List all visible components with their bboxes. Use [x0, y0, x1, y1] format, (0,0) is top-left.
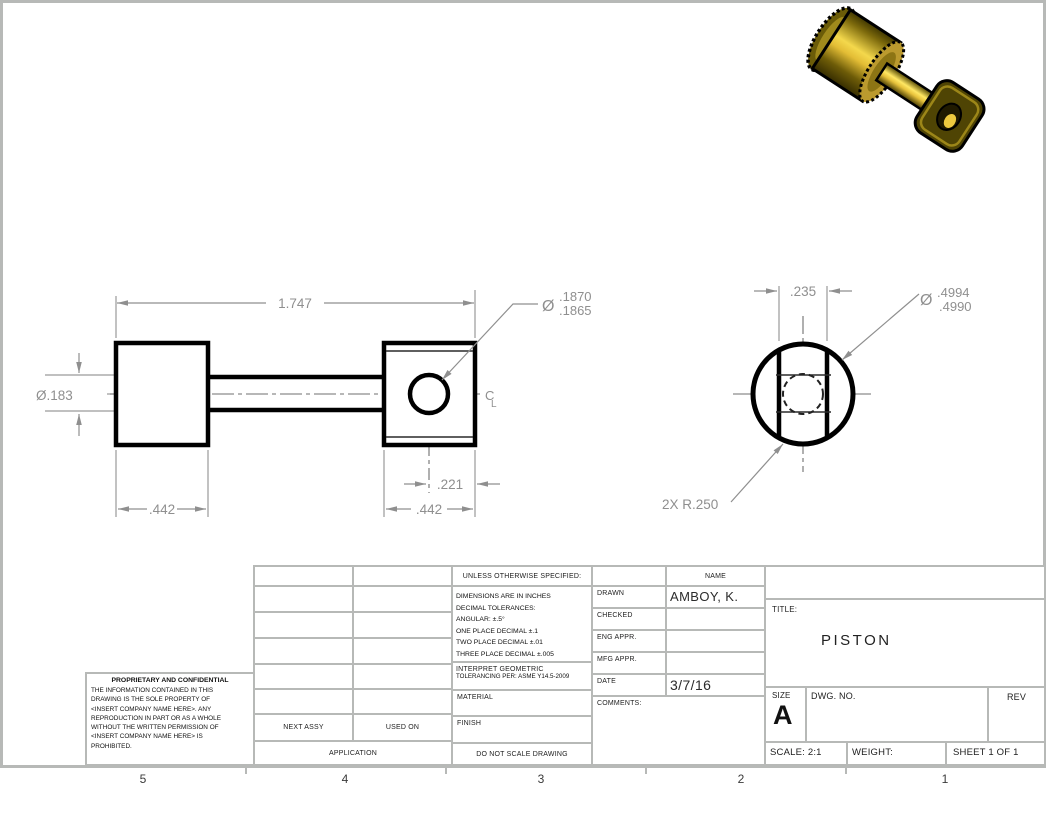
piston-rod-front: [206, 374, 388, 413]
name-header: NAME: [667, 567, 764, 585]
proprietary-title: PROPRIETARY AND CONFIDENTIAL: [111, 677, 229, 684]
dwg-no-label: DWG. NO.: [811, 691, 856, 701]
block-hole-highlight: [943, 113, 957, 128]
zone-tick: [845, 763, 847, 774]
dimension-texts: 1.747 Ø.183 Ø .1870 .1865 .221 .442 .442…: [36, 289, 592, 517]
side-dimension-texts: .235 Ø .4994 .4990 2X R.250: [662, 284, 972, 512]
proprietary-note: PROPRIETARY AND CONFIDENTIAL THE INFORMA…: [85, 672, 255, 766]
tolerance-notes: DIMENSIONS ARE IN INCHES DECIMAL TOLERAN…: [453, 587, 591, 661]
drawing-title: PISTON: [821, 632, 892, 649]
material-cell: MATERIAL: [453, 691, 591, 715]
block-flats-side: [776, 351, 830, 438]
finish-cell: FINISH: [453, 717, 591, 742]
dim-head-dia-upper: .4994: [937, 285, 970, 300]
sheet-border: [0, 0, 1046, 768]
zone-number: 5: [139, 772, 147, 786]
block-bevel: [919, 85, 980, 147]
size-value: A: [773, 700, 793, 730]
side-view: .235 Ø .4994 .4990 2X R.250: [662, 284, 972, 512]
hidden-rod-circle: [782, 373, 824, 415]
zone-number: 3: [537, 772, 545, 786]
specs-column: UNLESS OTHERWISE SPECIFIED: DIMENSIONS A…: [451, 565, 593, 766]
pin-hole-front: [407, 372, 451, 416]
scale-cell: SCALE: 2:1: [766, 743, 846, 764]
rev-cell: REV: [989, 688, 1044, 741]
interpret-geometric-note: INTERPRET GEOMETRIC TOLERANCING PER: ASM…: [453, 663, 591, 689]
isometric-render: [806, 6, 986, 153]
zone-number: 2: [737, 772, 745, 786]
scale-weight-sheet-row: SCALE: 2:1 WEIGHT: SHEET 1 OF 1: [766, 743, 1044, 764]
dim-head-width: .442: [149, 502, 175, 517]
size-dwg-rev-row: SIZE A DWG. NO. REV: [766, 688, 1044, 741]
title-area: TITLE: PISTON SIZE A DWG. NO. REV SCALE:…: [764, 565, 1046, 766]
dimension-lines: [76, 300, 538, 512]
approvals-table: NAME DRAWN AMBOY, K. CHECKED ENG APPR. M…: [591, 565, 766, 766]
dim-hole-to-edge: .221: [437, 477, 463, 492]
dim-head-dia-symbol: Ø: [920, 292, 932, 309]
weight-label: WEIGHT:: [852, 747, 893, 758]
sheet-label: SHEET 1 OF 1: [953, 747, 1019, 758]
zone-tick: [445, 763, 447, 774]
drawn-label: DRAWN: [597, 590, 625, 597]
size-label: SIZE: [772, 691, 791, 700]
head-circle-side: [750, 341, 856, 447]
size-cell: SIZE A: [766, 688, 805, 741]
drawn-value: AMBOY, K.: [670, 589, 739, 604]
sheet-cell: SHEET 1 OF 1: [947, 743, 1044, 764]
centerline-symbol-l: L: [491, 399, 497, 410]
dim-overall-length: 1.747: [278, 296, 312, 311]
scale-label: SCALE: 2:1: [770, 747, 822, 758]
dim-flat-width: .235: [790, 284, 816, 299]
application-header: APPLICATION: [255, 742, 451, 764]
dim-block-width: .442: [416, 502, 442, 517]
dim-hole-dia-upper: .1870: [559, 289, 592, 304]
dwg-no-cell: DWG. NO.: [807, 688, 987, 741]
used-on-header: USED ON: [354, 715, 451, 740]
dim-rod-diameter: Ø.183: [36, 388, 73, 403]
eng-appr-label: ENG APPR.: [597, 634, 637, 641]
unless-otherwise-specified: UNLESS OTHERWISE SPECIFIED:: [453, 567, 591, 585]
title-cell: TITLE: PISTON: [766, 600, 1044, 686]
dim-hole-dia-symbol: Ø: [542, 298, 554, 315]
side-dimension-lines: [730, 288, 920, 503]
zone-tick: [245, 763, 247, 774]
comments-label: COMMENTS:: [597, 700, 642, 707]
dim-hole-dia-lower: .1865: [559, 303, 592, 318]
front-view: 1.747 Ø.183 Ø .1870 .1865 .221 .442 .442…: [36, 286, 828, 517]
zone-tick: [645, 763, 647, 774]
comments-cell: COMMENTS:: [593, 697, 764, 764]
zone-number: 4: [341, 772, 349, 786]
date-label: DATE: [597, 678, 616, 685]
title-label: TITLE:: [772, 605, 798, 614]
do-not-scale-note: DO NOT SCALE DRAWING: [453, 744, 591, 764]
tangent-edges: [386, 350, 473, 438]
centerline-symbol: C: [485, 388, 494, 403]
zone-number: 1: [941, 772, 949, 786]
rev-label: REV: [1006, 692, 1027, 702]
weight-cell: WEIGHT:: [848, 743, 945, 764]
date-value: 3/7/16: [670, 677, 712, 693]
dim-head-dia-lower: .4990: [939, 299, 972, 314]
extension-lines: [45, 286, 828, 517]
brass-piston-3d: [806, 6, 986, 153]
application-table: NEXT ASSY USED ON APPLICATION: [253, 565, 453, 766]
checked-label: CHECKED: [597, 612, 633, 619]
piston-head-front: [113, 340, 211, 448]
dim-radius-note: 2X R.250: [662, 497, 718, 512]
mfg-appr-label: MFG APPR.: [597, 656, 637, 663]
next-assy-header: NEXT ASSY: [255, 715, 352, 740]
